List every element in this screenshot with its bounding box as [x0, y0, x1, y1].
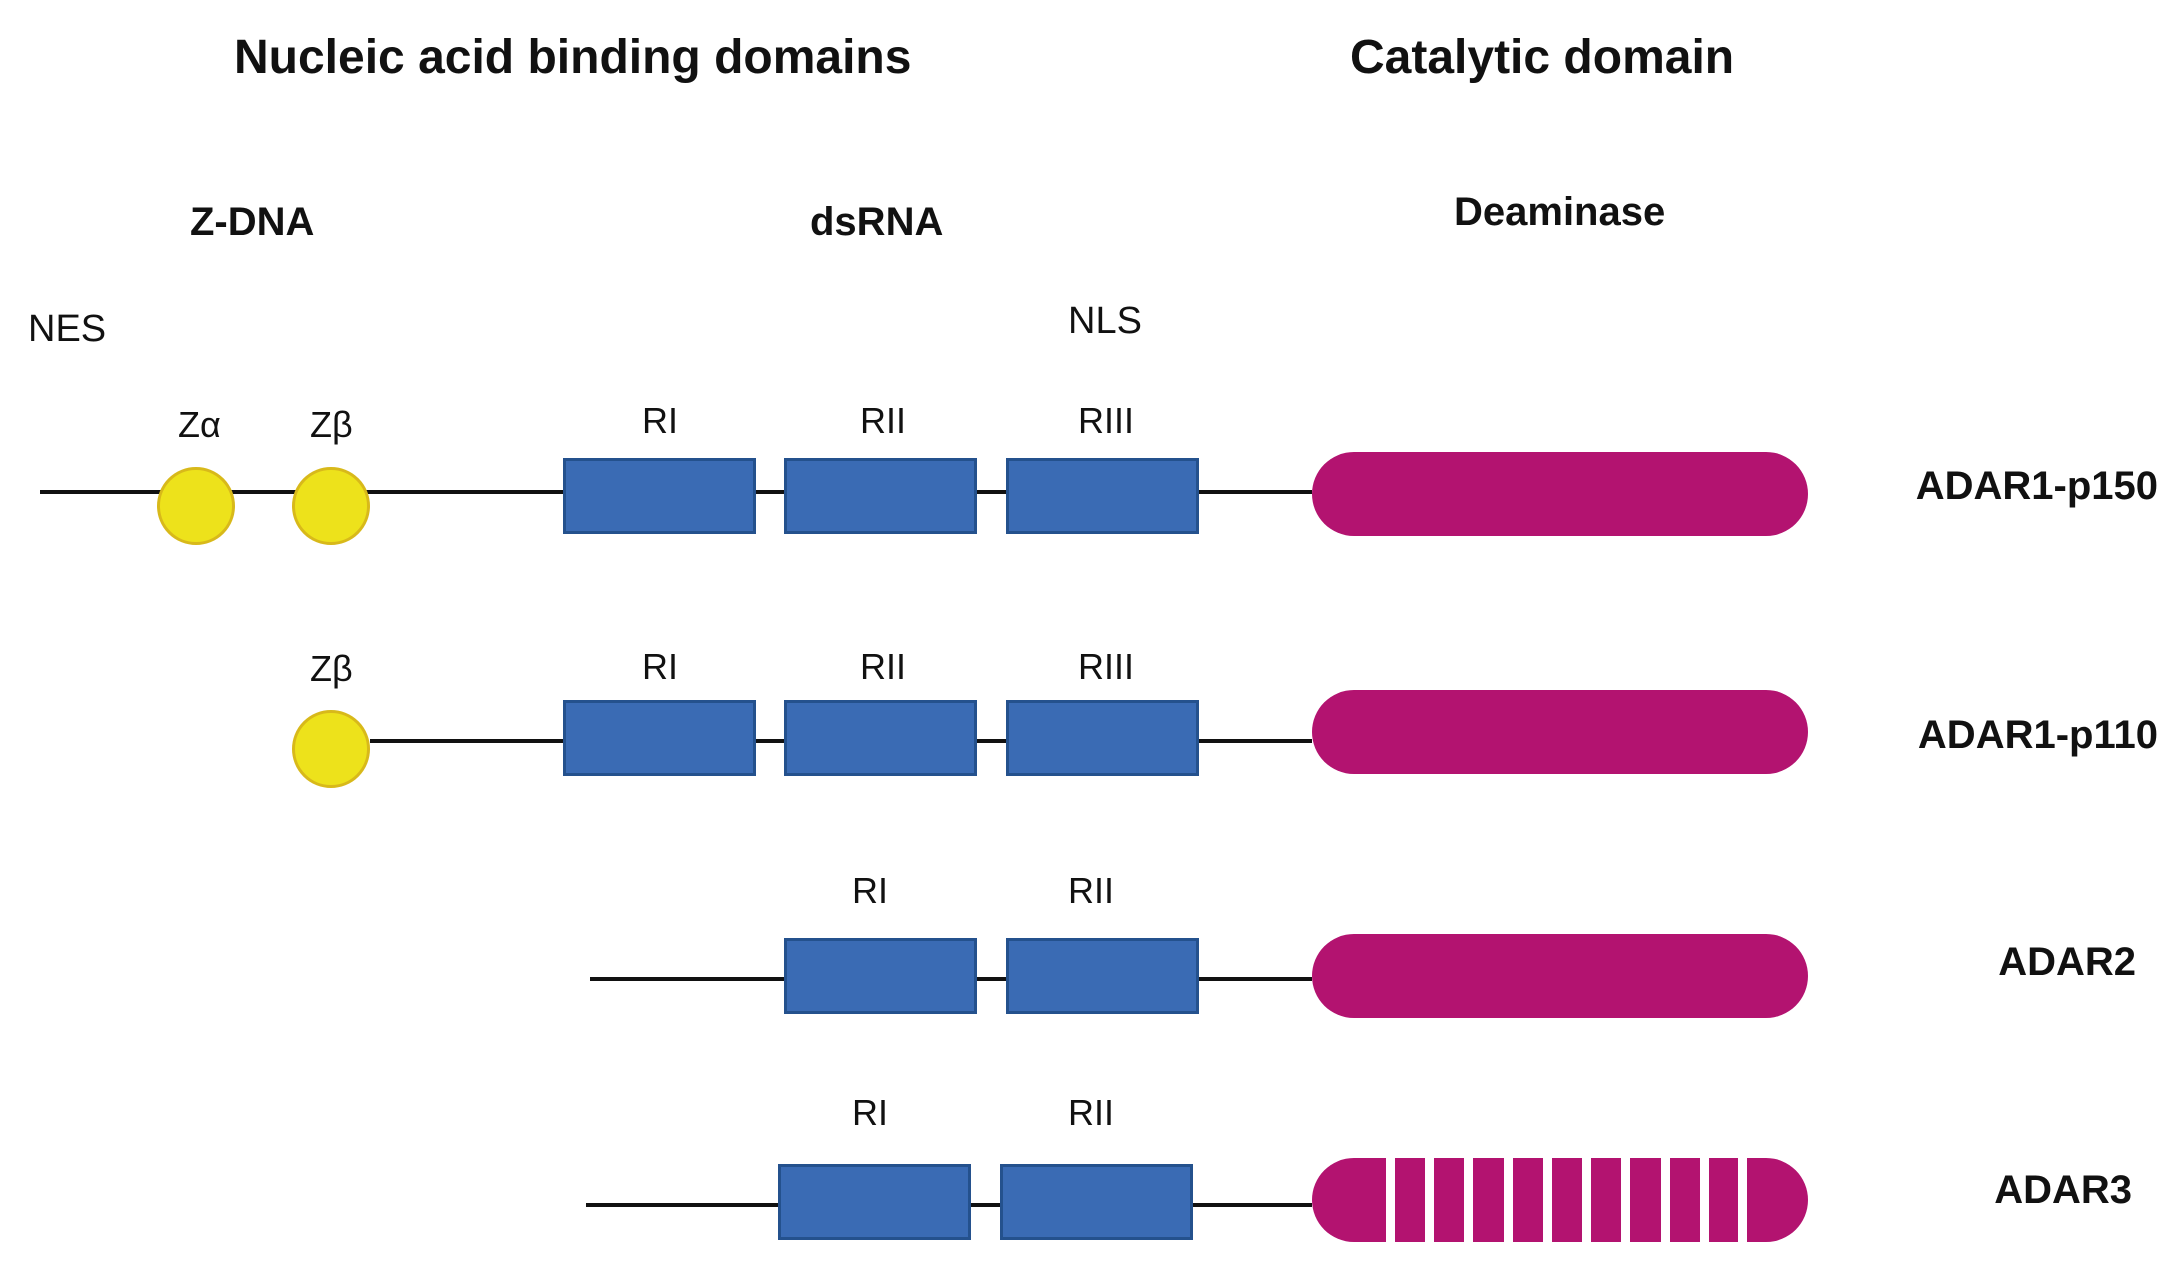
dsrbd-r1	[778, 1164, 971, 1240]
r3-label: RIII	[1078, 400, 1135, 441]
deaminase-stripe	[1543, 1158, 1552, 1242]
deaminase-domain-inactive	[1312, 1158, 1808, 1242]
zb-domain	[292, 710, 370, 788]
protein-label-adar2: ADAR2	[1998, 940, 2136, 984]
zdna-header: Z-DNA	[190, 200, 315, 244]
zb-label: Zβ	[310, 404, 353, 445]
deaminase-stripe	[1386, 1158, 1395, 1242]
deaminase-stripe	[1504, 1158, 1513, 1242]
deaminase-stripe	[1582, 1158, 1591, 1242]
r1-label: RI	[642, 646, 678, 687]
protein-label-adar1-p110: ADAR1-p110	[1917, 713, 2158, 757]
r3-label: RIII	[1078, 646, 1135, 687]
dsrbd-r1	[563, 700, 756, 776]
nucleic-acid-binding-header: Nucleic acid binding domains	[234, 31, 912, 84]
dsrbd-r1	[563, 458, 756, 534]
deaminase-stripe	[1738, 1158, 1747, 1242]
deaminase-stripe	[1700, 1158, 1709, 1242]
r1-label: RI	[642, 400, 678, 441]
dsrbd-r3	[1006, 700, 1199, 776]
deaminase-header: Deaminase	[1454, 190, 1666, 234]
nes-label: NES	[28, 308, 107, 350]
dsrbd-r2	[784, 458, 977, 534]
r2-label: RII	[860, 400, 907, 441]
deaminase-stripe	[1464, 1158, 1473, 1242]
deaminase-stripe	[1621, 1158, 1630, 1242]
protein-label-adar3: ADAR3	[1994, 1168, 2132, 1212]
r2-label: RII	[860, 646, 907, 687]
r1-label: RI	[852, 1092, 888, 1133]
dsrbd-r2	[1000, 1164, 1193, 1240]
r2-label: RII	[1068, 870, 1115, 911]
dsrbd-r1	[784, 938, 977, 1014]
dsrbd-r2	[784, 700, 977, 776]
dsrna-header: dsRNA	[810, 200, 944, 244]
nls-label: NLS	[1068, 300, 1142, 342]
zb-domain	[292, 467, 370, 545]
dsrbd-r2	[1006, 938, 1199, 1014]
zb-label: Zβ	[310, 648, 353, 689]
za-label: Zα	[178, 404, 221, 445]
deaminase-domain	[1312, 452, 1808, 536]
deaminase-domain	[1312, 690, 1808, 774]
dsrbd-r3	[1006, 458, 1199, 534]
r2-label: RII	[1068, 1092, 1115, 1133]
r1-label: RI	[852, 870, 888, 911]
deaminase-stripe	[1661, 1158, 1670, 1242]
protein-label-adar1-p150: ADAR1-p150	[1915, 464, 2158, 508]
catalytic-domain-header: Catalytic domain	[1350, 31, 1735, 84]
deaminase-stripe	[1425, 1158, 1434, 1242]
deaminase-domain	[1312, 934, 1808, 1018]
za-domain	[157, 467, 235, 545]
